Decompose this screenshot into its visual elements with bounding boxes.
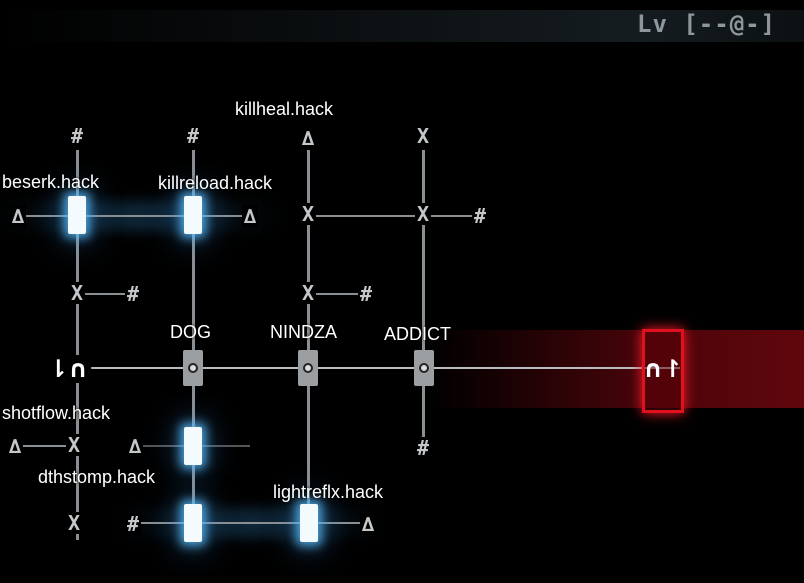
x-node[interactable]: X	[414, 124, 432, 148]
hack-block-dthstomp[interactable]	[184, 427, 202, 465]
level-indicator: Lv [--@-]	[637, 10, 777, 38]
exit-glow	[430, 330, 804, 408]
hack-label: killheal.hack	[235, 99, 334, 119]
hash-node[interactable]: #	[471, 204, 489, 228]
delta-node[interactable]: ∆	[359, 512, 377, 536]
x-node[interactable]: X	[414, 202, 432, 226]
hack-block-killreload[interactable]	[184, 196, 202, 234]
grid-line	[133, 522, 368, 524]
grid-line	[308, 293, 366, 295]
hack-label: shotflow.hack	[2, 403, 111, 423]
x-node[interactable]: X	[299, 281, 317, 305]
hash-node[interactable]: #	[124, 282, 142, 306]
hack-label: lightreflx.hack	[273, 482, 384, 502]
grid-line	[192, 150, 195, 540]
exit-node[interactable]	[642, 329, 684, 413]
x-node[interactable]: X	[68, 281, 86, 305]
exit-node-label: ∩↾	[643, 355, 683, 383]
grid-line	[15, 445, 77, 447]
socket-dog[interactable]	[183, 350, 203, 386]
socket-label: ADDICT	[384, 324, 451, 344]
hack-label: beserk.hack	[2, 172, 100, 192]
grid-line	[307, 150, 310, 530]
level-bar	[0, 10, 804, 42]
socket-addict[interactable]	[414, 350, 434, 386]
socket-label: NINDZA	[270, 322, 337, 342]
grid-line	[422, 150, 425, 440]
hack-block-beserk[interactable]	[68, 196, 86, 234]
delta-node[interactable]: ∆	[6, 434, 24, 458]
hash-node[interactable]: #	[357, 282, 375, 306]
x-node[interactable]: X	[65, 433, 83, 457]
grid-line	[76, 150, 79, 540]
hash-node[interactable]: #	[414, 436, 432, 460]
hash-node[interactable]: #	[124, 512, 142, 536]
grid-line	[18, 215, 250, 217]
socket-nindza[interactable]	[298, 350, 318, 386]
grid-line	[77, 293, 133, 295]
entry-node: ⇂∩	[45, 355, 91, 383]
x-node[interactable]: X	[65, 511, 83, 535]
hash-node[interactable]: #	[184, 124, 202, 148]
hack-block-lightreflx[interactable]	[300, 504, 318, 542]
x-node[interactable]: X	[299, 202, 317, 226]
grid-line	[308, 215, 480, 217]
delta-node[interactable]: ∆	[9, 204, 27, 228]
hack-label: killreload.hack	[158, 173, 273, 193]
delta-node[interactable]: ∆	[126, 434, 144, 458]
delta-node[interactable]: ∆	[299, 126, 317, 150]
hack-label: dthstomp.hack	[38, 467, 156, 487]
hack-block[interactable]	[184, 504, 202, 542]
main-line	[80, 367, 680, 369]
delta-node[interactable]: ∆	[241, 204, 259, 228]
socket-label: DOG	[170, 322, 212, 342]
hash-node[interactable]: #	[68, 124, 86, 148]
